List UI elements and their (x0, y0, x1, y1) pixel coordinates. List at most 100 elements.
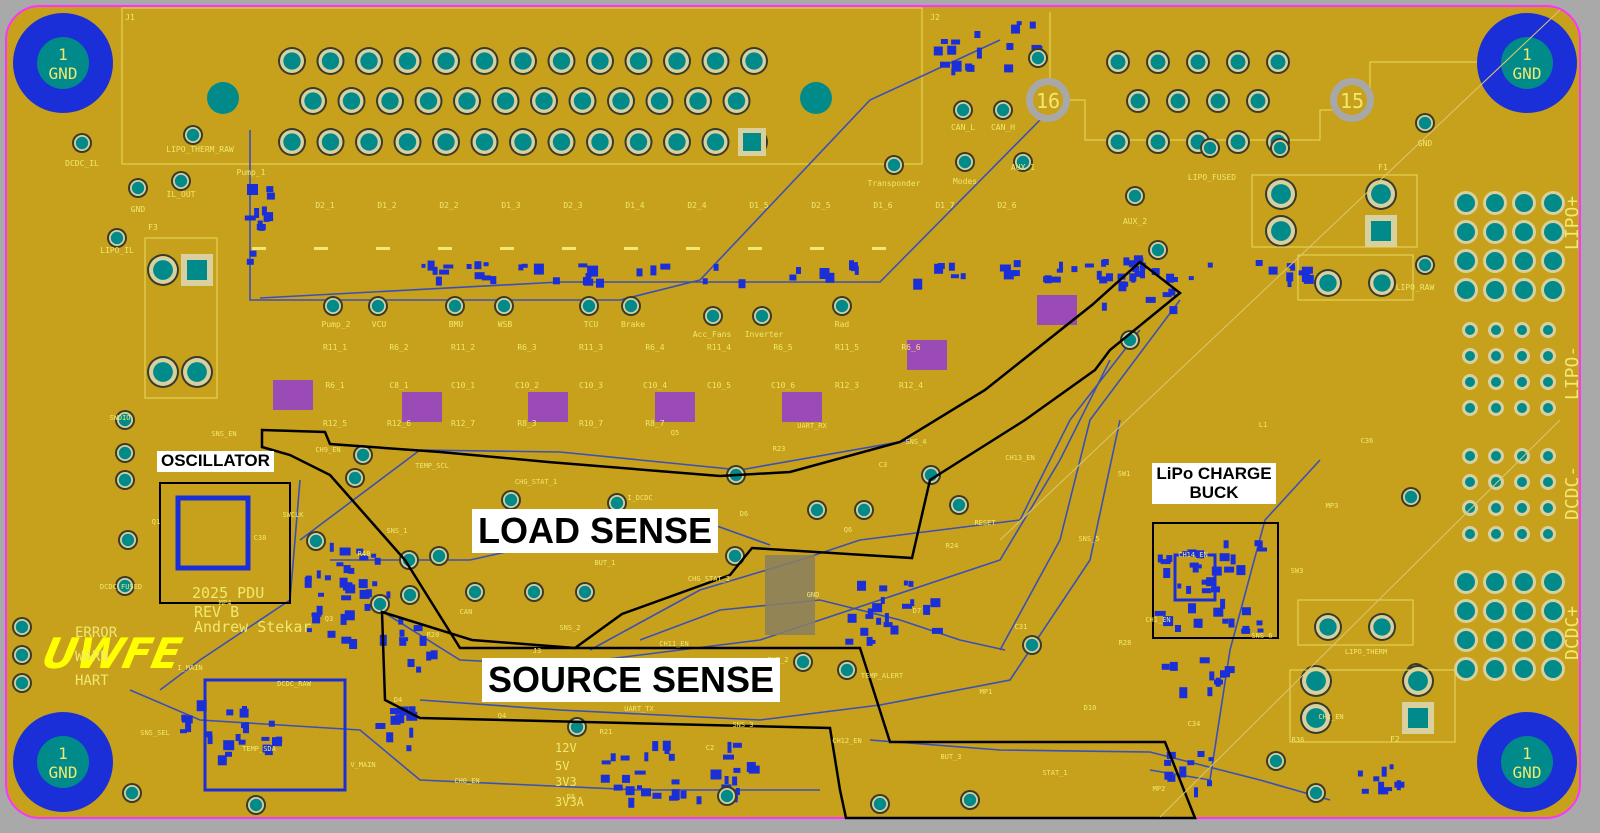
test-point-pad (128, 178, 148, 198)
silk-label: UART_RX (797, 422, 827, 430)
connector-j1-mount (207, 82, 239, 114)
connector-j1-pin (470, 47, 499, 75)
smd-pad (419, 635, 427, 646)
smd-pad (249, 250, 257, 257)
smd-pad (1303, 274, 1314, 284)
copper-trace (379, 359, 1111, 666)
fuse-clip-pad (1365, 178, 1397, 210)
silk-label: Q6 (844, 526, 852, 534)
smd-pad (327, 630, 336, 638)
smd-pad (1220, 670, 1230, 678)
test-point-pad (607, 493, 627, 513)
smd-pad (490, 276, 497, 285)
silk-label: CH1_EN (1145, 616, 1170, 624)
smd-pad (1199, 657, 1210, 664)
ic-sense-mux-footprint (765, 555, 815, 635)
smd-pad (359, 589, 370, 599)
silk-label: D2_1 (315, 201, 334, 210)
silk-label: D1_7 (935, 201, 954, 210)
mp2-pad (1462, 322, 1478, 338)
smd-pad (1188, 603, 1196, 614)
smd-pad (1071, 266, 1078, 273)
smd-pad (951, 60, 962, 72)
diode-d4-outline (1297, 254, 1414, 301)
smd-pad (1123, 257, 1130, 266)
silk-label: Pump_2 (322, 320, 351, 329)
connector-j1-mount (800, 82, 832, 114)
silk-label: CH9_EN (315, 446, 340, 454)
silk-label: BUT_1 (594, 559, 615, 567)
mp3-pad (1483, 599, 1507, 623)
diode-pad (1314, 269, 1342, 297)
connector-pad-16: 16 (1026, 78, 1070, 122)
smd-pad (223, 740, 235, 751)
test-point-pad (12, 617, 32, 637)
smd-pad (533, 263, 544, 275)
connector-j2-pin (1146, 130, 1170, 154)
silk-dash (376, 247, 390, 250)
mp4-pad (1462, 500, 1478, 516)
smd-pad (913, 278, 923, 290)
silk-label: R6_5 (773, 343, 792, 352)
smd-pad (1029, 21, 1036, 29)
smd-pad (713, 263, 719, 271)
test-point-pad (400, 585, 420, 605)
silk-label: BUT_3 (940, 753, 961, 761)
smd-pad (1004, 64, 1014, 73)
silk-rail-3v3: 3V3 (555, 775, 577, 789)
test-point-pad (1266, 751, 1286, 771)
smd-pad (1201, 588, 1211, 594)
silk-label: Q1 (152, 518, 160, 526)
connector-j2-pin (1266, 50, 1290, 74)
silk-label: Rad (835, 320, 850, 329)
test-point-pad (1125, 186, 1145, 206)
silk-label: SNS_6 (1251, 632, 1272, 640)
connector-j1-pin (624, 128, 653, 156)
copper-trace (299, 439, 911, 541)
connector-j1-pin (432, 128, 460, 156)
smd-pad (847, 613, 857, 623)
silk-label: D10 (1084, 704, 1097, 712)
test-point-pad (429, 546, 449, 566)
silk-label: D2_2 (439, 201, 458, 210)
load-sense-region-outline (260, 260, 1183, 650)
smd-pad (1179, 766, 1187, 778)
test-point-pad (494, 296, 514, 316)
silk-label: SNS_5 (1078, 535, 1099, 543)
connector-pad-15: 15 (1330, 78, 1374, 122)
silk-label: C10_1 (451, 381, 475, 390)
smd-pad (343, 565, 351, 574)
smd-pad (341, 595, 352, 601)
smd-pad (613, 784, 623, 791)
test-point-pad (949, 495, 969, 515)
smd-pad (940, 39, 948, 44)
connector-j1-pin (684, 87, 712, 115)
smd-pad (854, 265, 859, 275)
test-point-pad (465, 582, 485, 602)
smd-pad (1011, 270, 1020, 277)
silk-label: Inverter (745, 330, 784, 339)
mount-hole-number: 1 (1522, 45, 1532, 64)
smd-pad (1043, 276, 1049, 283)
smd-pad (1197, 622, 1203, 628)
mp3-pad (1512, 628, 1536, 652)
silk-label: Acc_Fans (693, 330, 732, 339)
smd-pad (398, 618, 404, 625)
mount-hole-net: GND (49, 763, 78, 782)
mp4-pad (1514, 448, 1530, 464)
smd-pad (866, 636, 873, 646)
silk-lipo-minus: LIPO- (1562, 346, 1583, 400)
silk-dash (872, 247, 886, 250)
test-point-pad (567, 717, 587, 737)
mp1-pad (1512, 191, 1536, 215)
silk-label: LIPO_IL (100, 246, 134, 255)
smd-pad (860, 627, 869, 636)
silk-dcdc-plus: DCDC+ (1562, 606, 1583, 660)
silk-label: C31 (1015, 623, 1028, 631)
mp2-pad (1540, 400, 1556, 416)
silk-dash (562, 247, 576, 250)
smd-pad (652, 741, 659, 752)
silk-label: CHG_STAT_1 (515, 478, 557, 486)
silk-label: R23 (773, 445, 786, 453)
silk-year: 2025 PDU (192, 584, 264, 602)
